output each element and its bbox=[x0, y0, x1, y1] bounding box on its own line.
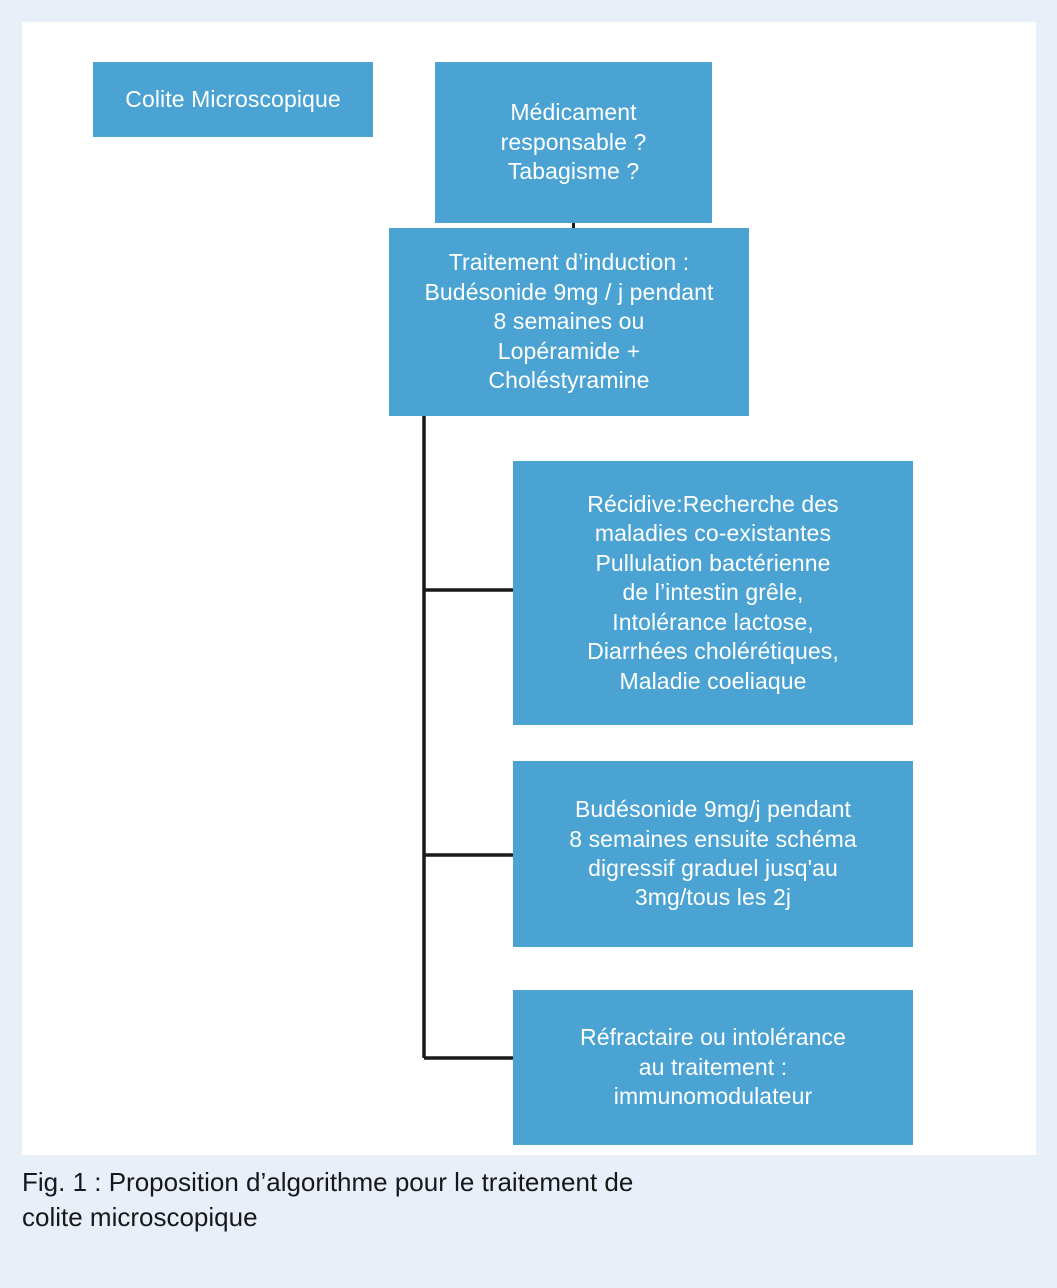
node-refractaire-immunomodulateur[interactable]: Réfractaire ou intolérance au traitement… bbox=[513, 990, 913, 1145]
node-budesonide-schema-digressif[interactable]: Budésonide 9mg/j pendant 8 semaines ensu… bbox=[513, 761, 913, 947]
node-traitement-induction[interactable]: Traitement d’induction : Budésonide 9mg … bbox=[389, 228, 749, 416]
figure-canvas: Colite Microscopique Médicament responsa… bbox=[22, 22, 1036, 1155]
node-medicament-responsable[interactable]: Médicament responsable ? Tabagisme ? bbox=[435, 62, 712, 223]
node-recidive-recherche[interactable]: Récidive:Recherche des maladies co-exist… bbox=[513, 461, 913, 725]
node-colite-microscopique[interactable]: Colite Microscopique bbox=[93, 62, 373, 137]
figure-caption: Fig. 1 : Proposition d’algorithme pour l… bbox=[22, 1167, 634, 1233]
